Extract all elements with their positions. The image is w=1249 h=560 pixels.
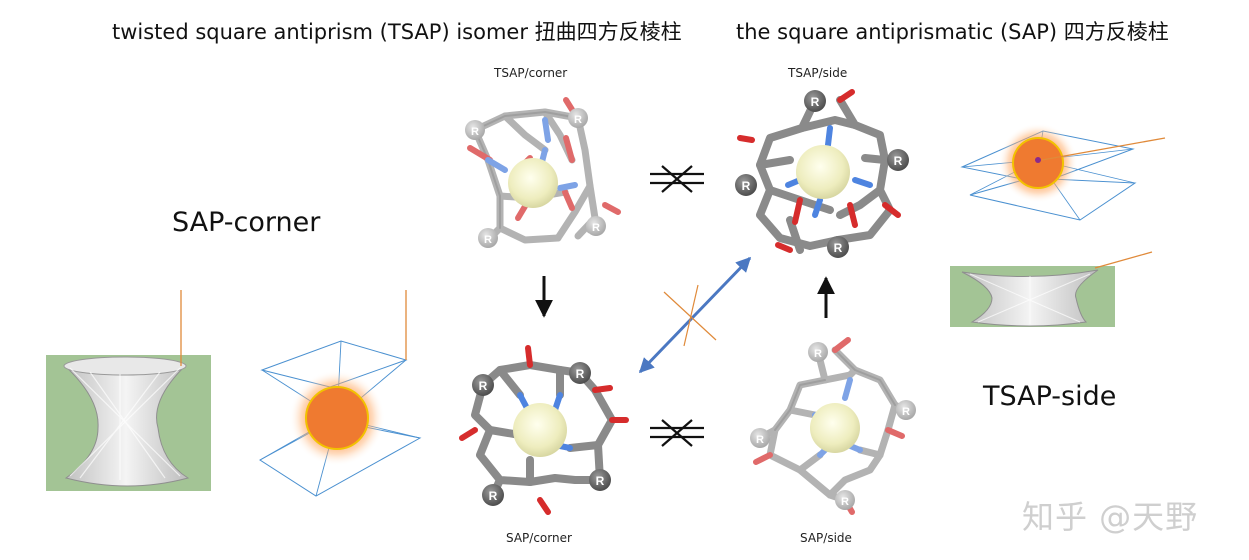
r-group-label: R	[811, 95, 820, 109]
tsap-corner-molecule: R R R R	[465, 100, 618, 248]
blocked-equilibrium-bottom	[650, 420, 704, 446]
r-group-label: R	[742, 179, 751, 193]
r-group-label: R	[471, 126, 479, 138]
r-group-label: R	[841, 496, 849, 508]
r-group-label: R	[894, 154, 903, 168]
double-arrow-diagonal	[640, 258, 750, 372]
r-group-label: R	[902, 406, 910, 418]
r-group-label: R	[596, 474, 605, 488]
sap-corner-molecule: R R R R	[462, 348, 626, 512]
sap-corner-antiprism-wireframe	[260, 290, 420, 496]
r-group-label: R	[479, 379, 488, 393]
r-group-label: R	[484, 234, 492, 246]
tsap-side-antiprism-wireframe	[962, 123, 1165, 220]
r-group-label: R	[814, 348, 822, 360]
r-group-label: R	[592, 222, 600, 234]
r-group-label: R	[489, 489, 498, 503]
r-group-label: R	[756, 434, 764, 446]
orange-cross	[664, 285, 716, 346]
r-group-label: R	[576, 367, 585, 381]
blocked-equilibrium-top	[650, 166, 704, 192]
sap-side-molecule: R R R R	[750, 340, 916, 512]
sap-corner-hyperboloid-panel	[46, 290, 211, 491]
tsap-side-molecule: R R R R	[735, 90, 909, 258]
r-group-label: R	[834, 241, 843, 255]
tsap-side-hyperboloid-panel	[950, 252, 1152, 327]
r-group-label: R	[574, 114, 582, 126]
